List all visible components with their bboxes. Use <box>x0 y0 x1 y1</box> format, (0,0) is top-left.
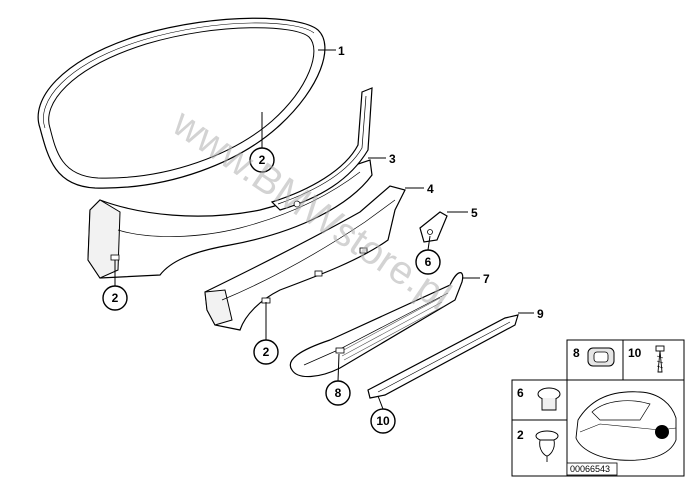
part-5-bracket <box>419 211 448 243</box>
callout-4: 4 <box>427 182 434 196</box>
callout-7: 7 <box>483 272 490 286</box>
circle-6 <box>415 249 441 275</box>
watermark: www.BMWstore.pl <box>164 100 458 318</box>
callout-5: 5 <box>471 206 478 220</box>
circle-2a-label: 2 <box>259 153 266 167</box>
inset-panel: 8 10 6 2 00066543 <box>511 339 685 477</box>
circle-10-label: 10 <box>376 414 390 428</box>
circle-2c-label: 2 <box>263 345 270 359</box>
circle-2b-label: 2 <box>112 291 119 305</box>
inset-label-10: 10 <box>628 346 642 360</box>
circle-2b <box>102 285 128 311</box>
diagram-id: 00066543 <box>570 464 610 474</box>
callout-3: 3 <box>389 152 396 166</box>
screw-10-icon <box>655 345 665 373</box>
callout-1: 1 <box>338 44 345 58</box>
leader-10 <box>377 395 384 410</box>
part-1-seal <box>37 17 326 189</box>
inset-label-6: 6 <box>517 386 524 400</box>
car-outline-icon <box>575 391 677 461</box>
part-2-trim-panel <box>87 159 373 279</box>
circle-8 <box>325 380 351 406</box>
callout-9: 9 <box>537 307 544 321</box>
part-3-strip <box>270 87 373 211</box>
inset-label-2: 2 <box>517 428 524 442</box>
clip-8-icon <box>587 347 615 367</box>
part-7-grille <box>289 272 464 378</box>
part-9-strip <box>367 314 519 399</box>
clip-2-icon <box>535 430 559 462</box>
leader-6 <box>427 235 431 251</box>
clip-6-icon <box>537 387 561 411</box>
circle-6-label: 6 <box>425 255 432 269</box>
circle-8-label: 8 <box>335 386 342 400</box>
circle-2c <box>253 339 279 365</box>
part-4-lower-trim <box>204 185 406 331</box>
leader-8 <box>337 353 340 382</box>
inset-label-8: 8 <box>573 346 580 360</box>
circle-10 <box>370 408 396 434</box>
circle-2a <box>249 147 275 173</box>
